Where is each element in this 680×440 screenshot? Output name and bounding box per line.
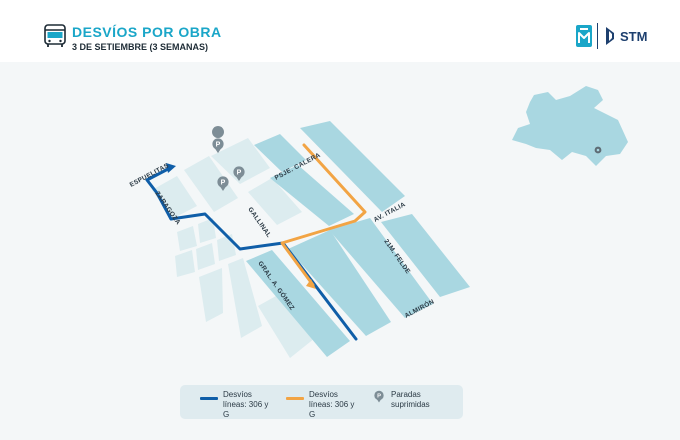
brand-logo: STM [576,22,647,50]
stop-pin-icon: P [217,176,229,191]
brand-divider [597,23,598,49]
legend-item-suppressed-stops: P Paradas suprimidas [373,390,441,410]
legend-orange-line [286,397,304,400]
stop-pin-icon [214,147,222,153]
secondary-blocks [152,138,315,358]
route-blue-arrow-icon [166,163,176,173]
bus-icon [44,24,66,47]
legend-blue-line [200,397,218,400]
legend-item-blue-route: Desvíos líneas: 306 y G [200,390,273,420]
svg-text:P: P [237,170,242,177]
page-subtitle: 3 DE SETIEMBRE (3 SEMANAS) [72,42,209,52]
header: DESVÍOS POR OBRA 3 DE SETIEMBRE (3 SEMAN… [0,0,680,62]
legend-label: Desvíos líneas: 306 y G [223,390,269,419]
location-pin-icon [594,146,602,154]
route-blue-306-g [145,166,358,341]
brand-text: STM [620,28,648,44]
svg-text:P: P [221,180,226,187]
legend-label: Desvíos líneas: 306 y G [309,390,355,419]
stop-pin-icon: P [233,166,245,181]
detour-map: P P P ESPUELITAS ZARAGOZA GALLINAL PSJE.… [129,86,628,358]
route-orange-306-g [280,143,367,287]
stop-pin-icon: P [374,390,384,403]
svg-text:P: P [377,394,381,400]
locator-map [512,86,628,166]
route-orange-arrow-icon [306,279,316,289]
suppressed-stops: P P P [212,126,245,191]
legend-label: Paradas suprimidas [391,390,430,409]
legend-item-orange-route: Desvíos líneas: 306 y G [286,390,359,420]
stm-logo-icon [606,27,614,45]
stop-pin-icon: P [212,126,225,153]
page-title: DESVÍOS POR OBRA [72,24,222,40]
map-legend: Desvíos líneas: 306 y G Desvíos líneas: … [180,385,463,419]
svg-text:P: P [216,142,221,149]
city-blocks [246,121,470,357]
montevideo-logo-icon [576,25,592,47]
